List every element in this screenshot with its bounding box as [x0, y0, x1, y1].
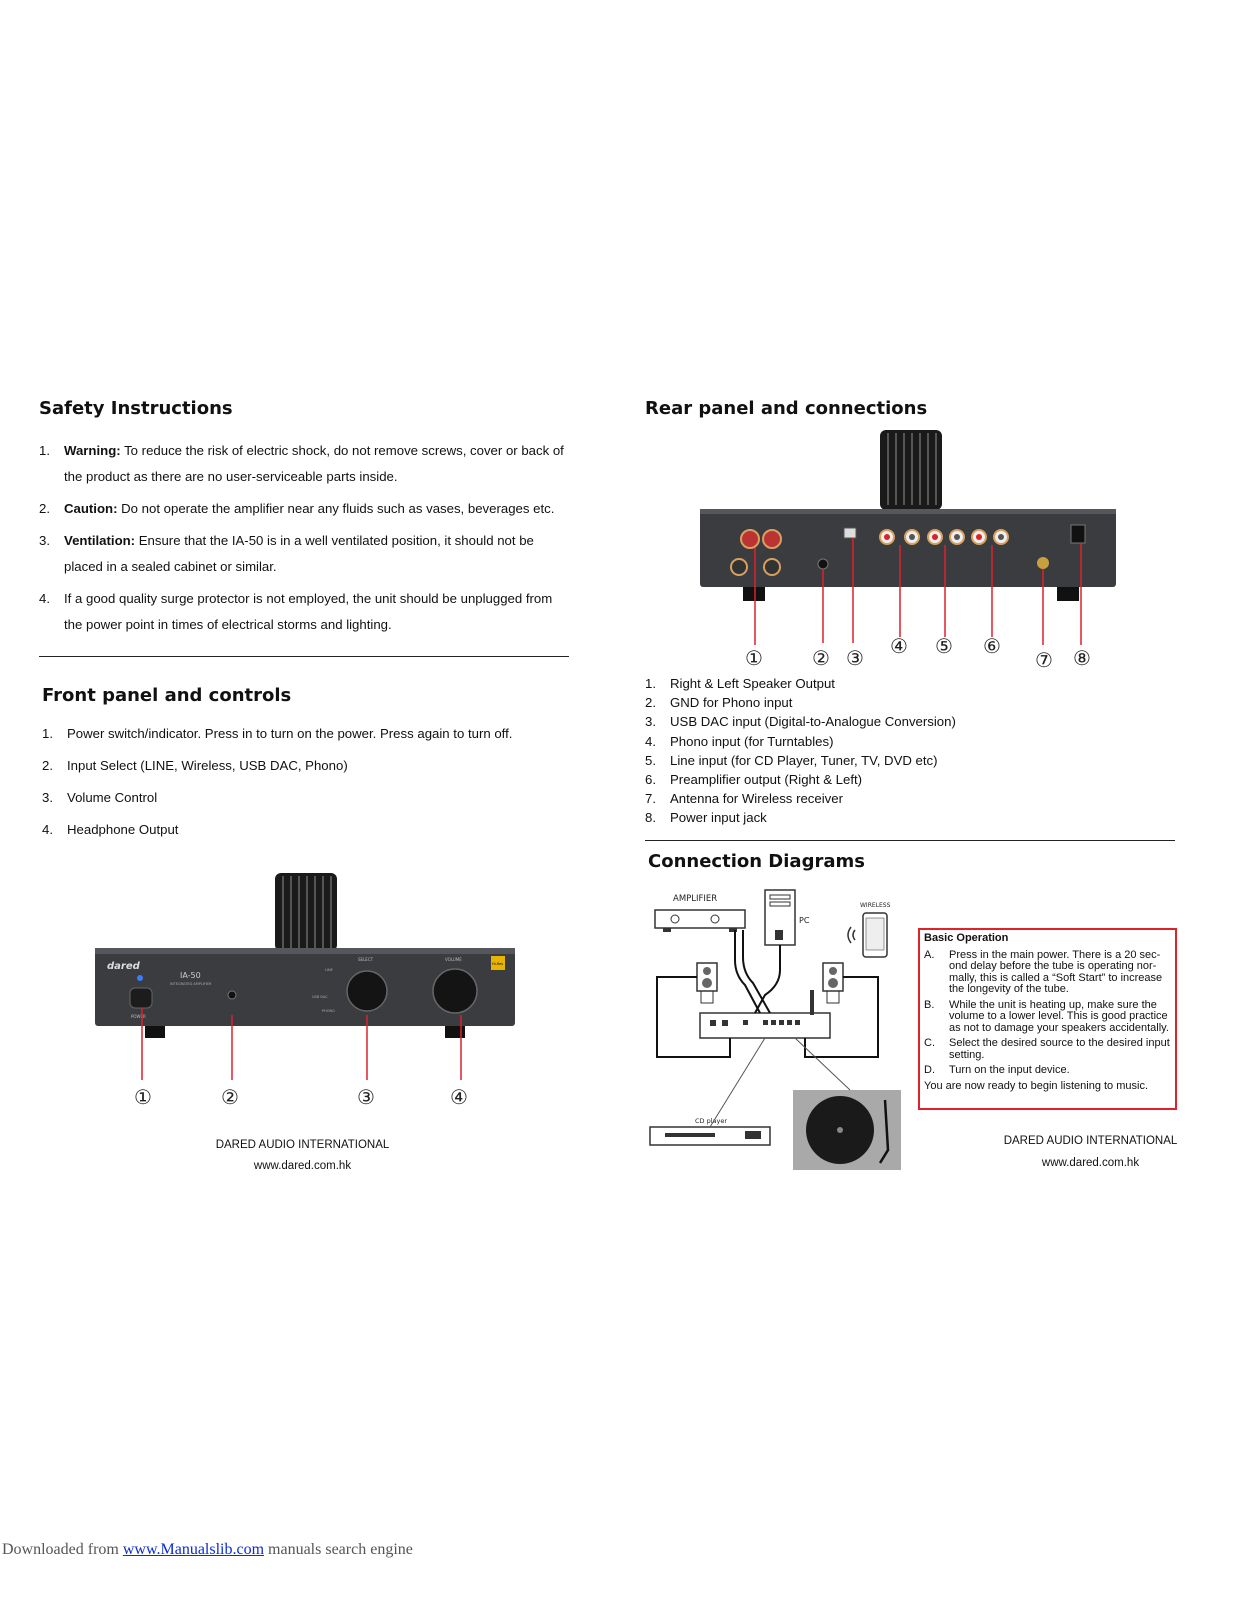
basic-operation-closing: You are now ready to begin listening to …: [924, 1079, 1149, 1092]
right-footer-company: DARED AUDIO INTERNATIONAL: [1003, 1135, 1178, 1147]
divider: [39, 656, 569, 657]
select-label: SELECT: [358, 957, 374, 962]
list-item: 2.Input Select (LINE, Wireless, USB DAC,…: [42, 758, 348, 773]
list-item: 5.Line input (for CD Player, Tuner, TV, …: [645, 752, 938, 768]
list-item: 1.Power switch/indicator. Press in to tu…: [42, 726, 513, 741]
list-item: 4.Phono input (for Turntables): [645, 733, 834, 749]
front-title: Front panel and controls: [42, 685, 292, 706]
list-item: 1.Right & Left Speaker Output: [645, 676, 835, 691]
hires-badge: Hi-Res: [492, 962, 503, 966]
list-item: D.Turn on the input device.: [924, 1064, 1070, 1076]
safety-list: 1. Warning: To reduce the risk of electr…: [39, 438, 579, 638]
volume-label: VOLUME: [445, 957, 462, 962]
list-item: 1. Warning: To reduce the risk of electr…: [39, 443, 564, 484]
brand-logo: dared: [107, 961, 141, 972]
rear-callout-7: ⑦: [1035, 648, 1053, 672]
callout-1: ①: [134, 1085, 152, 1109]
callout-3: ③: [357, 1085, 375, 1109]
pc-label: PC: [799, 916, 810, 925]
list-item: B.While the unit is heating up, make sur…: [924, 998, 1169, 1034]
basic-operation-box: Basic Operation A.Press in the main powe…: [918, 928, 1177, 1110]
right-footer-url: www.dared.com.hk: [1041, 1157, 1140, 1169]
download-line: Downloaded from www.Manualslib.com manua…: [2, 1541, 413, 1558]
list-item: 7.Antenna for Wireless receiver: [645, 791, 843, 807]
model-subtitle: INTEGRATED AMPLIFIER: [170, 982, 212, 986]
manualslib-link[interactable]: www.Manualslib.com: [122, 1541, 265, 1558]
connection-diagram: AMPLIFIER PC WIRELESS CD player: [649, 889, 901, 1170]
rear-callout-6: ⑥: [983, 634, 1001, 658]
left-footer-company: DARED AUDIO INTERNATIONAL: [215, 1139, 390, 1151]
left-footer-url: www.dared.com.hk: [253, 1160, 352, 1172]
safety-title: Safety Instructions: [39, 398, 233, 419]
line-label: LINE: [325, 968, 333, 972]
usb-label: USB DAC: [312, 995, 328, 999]
list-item: 2.GND for Phono input: [645, 695, 793, 711]
power-label: POWER: [131, 1014, 146, 1019]
divider: [645, 840, 1175, 841]
rear-callout-8: ⑧: [1073, 646, 1091, 670]
list-item: 3. Ventilation: Ensure that the IA-50 is…: [39, 533, 534, 574]
basic-operation-title: Basic Operation: [924, 932, 1009, 944]
callout-2: ②: [221, 1085, 239, 1109]
list-item: 4. If a good quality surge protector is …: [39, 591, 553, 632]
phono-label: PHONO: [322, 1009, 335, 1013]
list-item: A.Press in the main power. There is a 20…: [924, 948, 1163, 995]
callout-4: ④: [450, 1085, 468, 1109]
rear-callout-3: ③: [846, 646, 864, 670]
list-item: 3.Volume Control: [42, 790, 158, 805]
list-item: 8.Power input jack: [645, 810, 767, 826]
rear-title: Rear panel and connections: [645, 398, 928, 419]
cd-player-label: CD player: [695, 1117, 727, 1125]
diagram-title: Connection Diagrams: [648, 851, 865, 872]
rear-callout-5: ⑤: [935, 634, 953, 658]
rear-callout-2: ②: [812, 646, 830, 670]
front-list: 1.Power switch/indicator. Press in to tu…: [42, 726, 582, 838]
list-item: 4.Headphone Output: [42, 822, 179, 837]
list-item: 2. Caution: Do not operate the amplifier…: [39, 501, 555, 516]
amplifier-label: AMPLIFIER: [673, 894, 717, 904]
list-item: C.Select the desired source to the desir…: [924, 1037, 1170, 1061]
list-item: 3.USB DAC input (Digital-to-Analogue Con…: [645, 714, 956, 730]
rear-callout-1: ①: [745, 646, 763, 670]
model-label: IA-50: [180, 971, 201, 980]
list-item: 6.Preamplifier output (Right & Left): [645, 772, 863, 788]
rear-list: 1.Right & Left Speaker Output 2.GND for …: [645, 674, 1205, 828]
rear-panel-illustration: [700, 430, 1116, 645]
front-panel-illustration: dared IA-50 INTEGRATED AMPLIFIER POWER S…: [95, 873, 515, 1080]
rear-callout-4: ④: [890, 634, 908, 658]
wireless-label: WIRELESS: [860, 902, 891, 909]
